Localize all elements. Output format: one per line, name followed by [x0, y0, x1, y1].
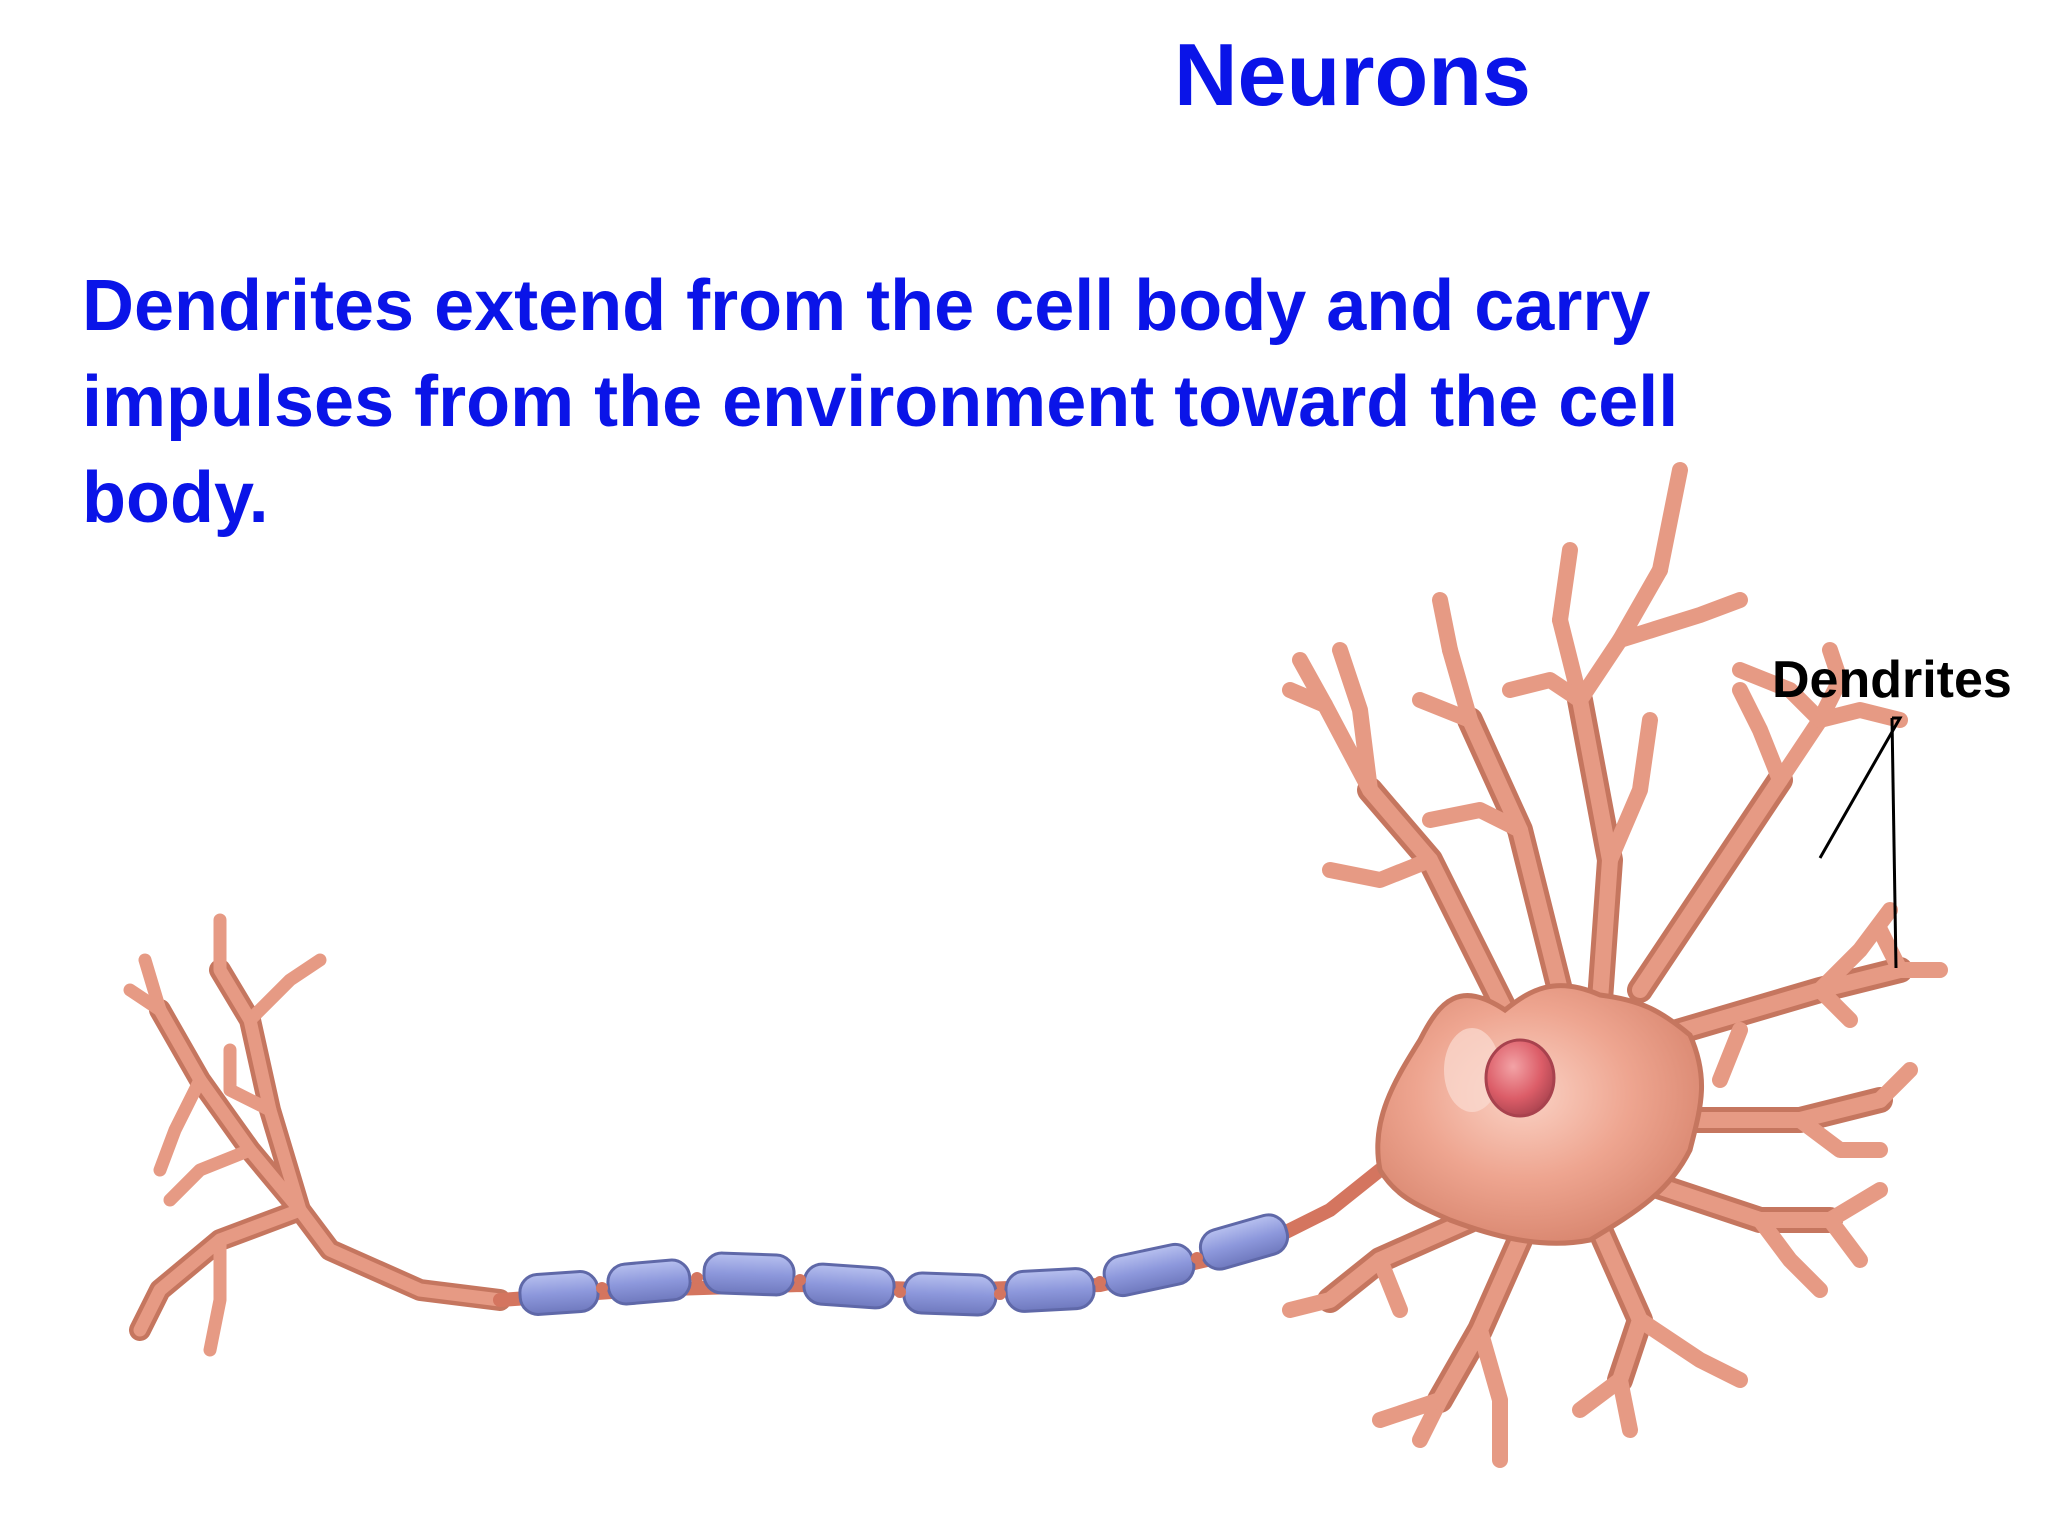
nodes-of-ranvier [596, 1252, 1203, 1300]
slide-title: Neurons [1174, 25, 1531, 124]
axon-terminal [123, 913, 511, 1357]
nucleus [1484, 1038, 1556, 1118]
body-line-1: Dendrites extend from the cell body and … [82, 266, 1651, 346]
body-line-3: body. [82, 458, 269, 538]
soma-highlight [1444, 1028, 1500, 1112]
myelin-sheath [518, 1213, 1290, 1317]
slide-body-text: Dendrites extend from the cell body and … [82, 258, 1962, 546]
dendrite-branches [1282, 462, 1948, 1468]
dendrites-callout-lines [1818, 716, 1903, 969]
cell-body [1375, 983, 1705, 1246]
dendrites-label: Dendrites [1772, 651, 2012, 709]
body-line-2: impulses from the environment toward the… [82, 362, 1679, 442]
